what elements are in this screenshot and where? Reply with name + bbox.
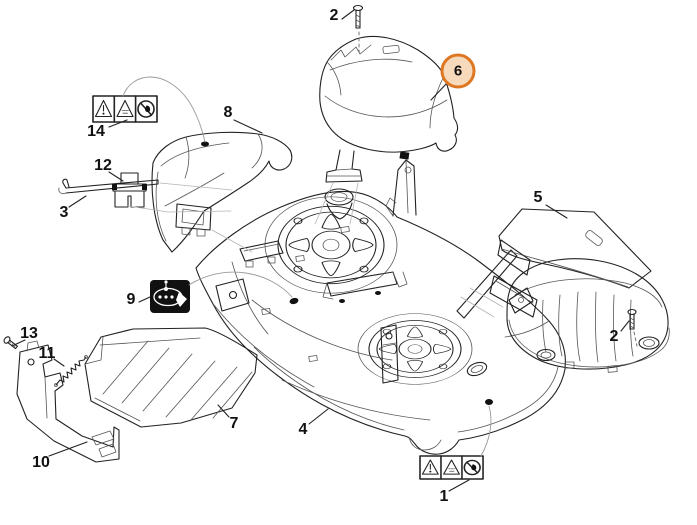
part-10-bracket-plate bbox=[16, 340, 120, 463]
callout-11[interactable]: 11 bbox=[38, 345, 56, 362]
safety-label-1 bbox=[419, 455, 484, 480]
part-5-belt-housing-drum bbox=[506, 258, 670, 373]
callout-1-anchor-dot bbox=[485, 399, 493, 405]
part-5-side-cover bbox=[489, 208, 652, 318]
part-4-deck-housing bbox=[195, 159, 566, 455]
callout-10[interactable]: 10 bbox=[32, 454, 50, 471]
callout-14-anchor-dot bbox=[201, 141, 209, 147]
part-6-foot bbox=[325, 149, 363, 183]
deck-spindle-lower bbox=[357, 313, 473, 385]
callout-6-highlighted[interactable]: 6 bbox=[440, 53, 476, 89]
callout-12[interactable]: 12 bbox=[94, 157, 112, 174]
part-11-spring bbox=[54, 355, 88, 387]
leader-lines bbox=[11, 9, 630, 492]
callout-5[interactable]: 5 bbox=[533, 189, 543, 206]
reference-curves bbox=[122, 76, 492, 457]
callout-2[interactable]: 2 bbox=[329, 7, 339, 24]
callout-2[interactable]: 2 bbox=[609, 328, 619, 345]
callout-8[interactable]: 8 bbox=[223, 104, 233, 121]
safety-label-14 bbox=[92, 95, 158, 123]
callout-4[interactable]: 4 bbox=[298, 421, 308, 438]
callout-9-anchor-dot bbox=[289, 297, 299, 305]
deck-bracket-front-left bbox=[215, 278, 250, 312]
deck-filler-plug bbox=[324, 188, 354, 220]
callout-7[interactable]: 7 bbox=[229, 415, 239, 432]
part-8-chute-cover bbox=[151, 131, 293, 253]
deck-vertical-plate bbox=[380, 324, 399, 384]
callout-3[interactable]: 3 bbox=[59, 204, 69, 221]
part-8-mount-bracket bbox=[175, 203, 212, 237]
callout-14[interactable]: 14 bbox=[87, 123, 105, 140]
deck-cross-bracket bbox=[322, 271, 408, 303]
callout-9[interactable]: 9 bbox=[126, 291, 136, 308]
deck-rear-arm bbox=[456, 249, 518, 319]
callout-13[interactable]: 13 bbox=[20, 325, 38, 342]
assembly-guide-lines bbox=[127, 182, 504, 318]
part-7-deflector bbox=[84, 327, 258, 428]
part-2-screw-top bbox=[352, 4, 364, 53]
part-12-clip bbox=[112, 172, 147, 208]
deck-rear-fin bbox=[385, 159, 417, 217]
part-6-belt-guard bbox=[319, 35, 459, 183]
part-9-instruction-plate bbox=[150, 280, 190, 313]
callout-1[interactable]: 1 bbox=[439, 488, 449, 505]
part-13-screw bbox=[3, 336, 18, 350]
deck-bracket-left bbox=[239, 240, 284, 268]
part-2-screw-right bbox=[627, 308, 638, 347]
